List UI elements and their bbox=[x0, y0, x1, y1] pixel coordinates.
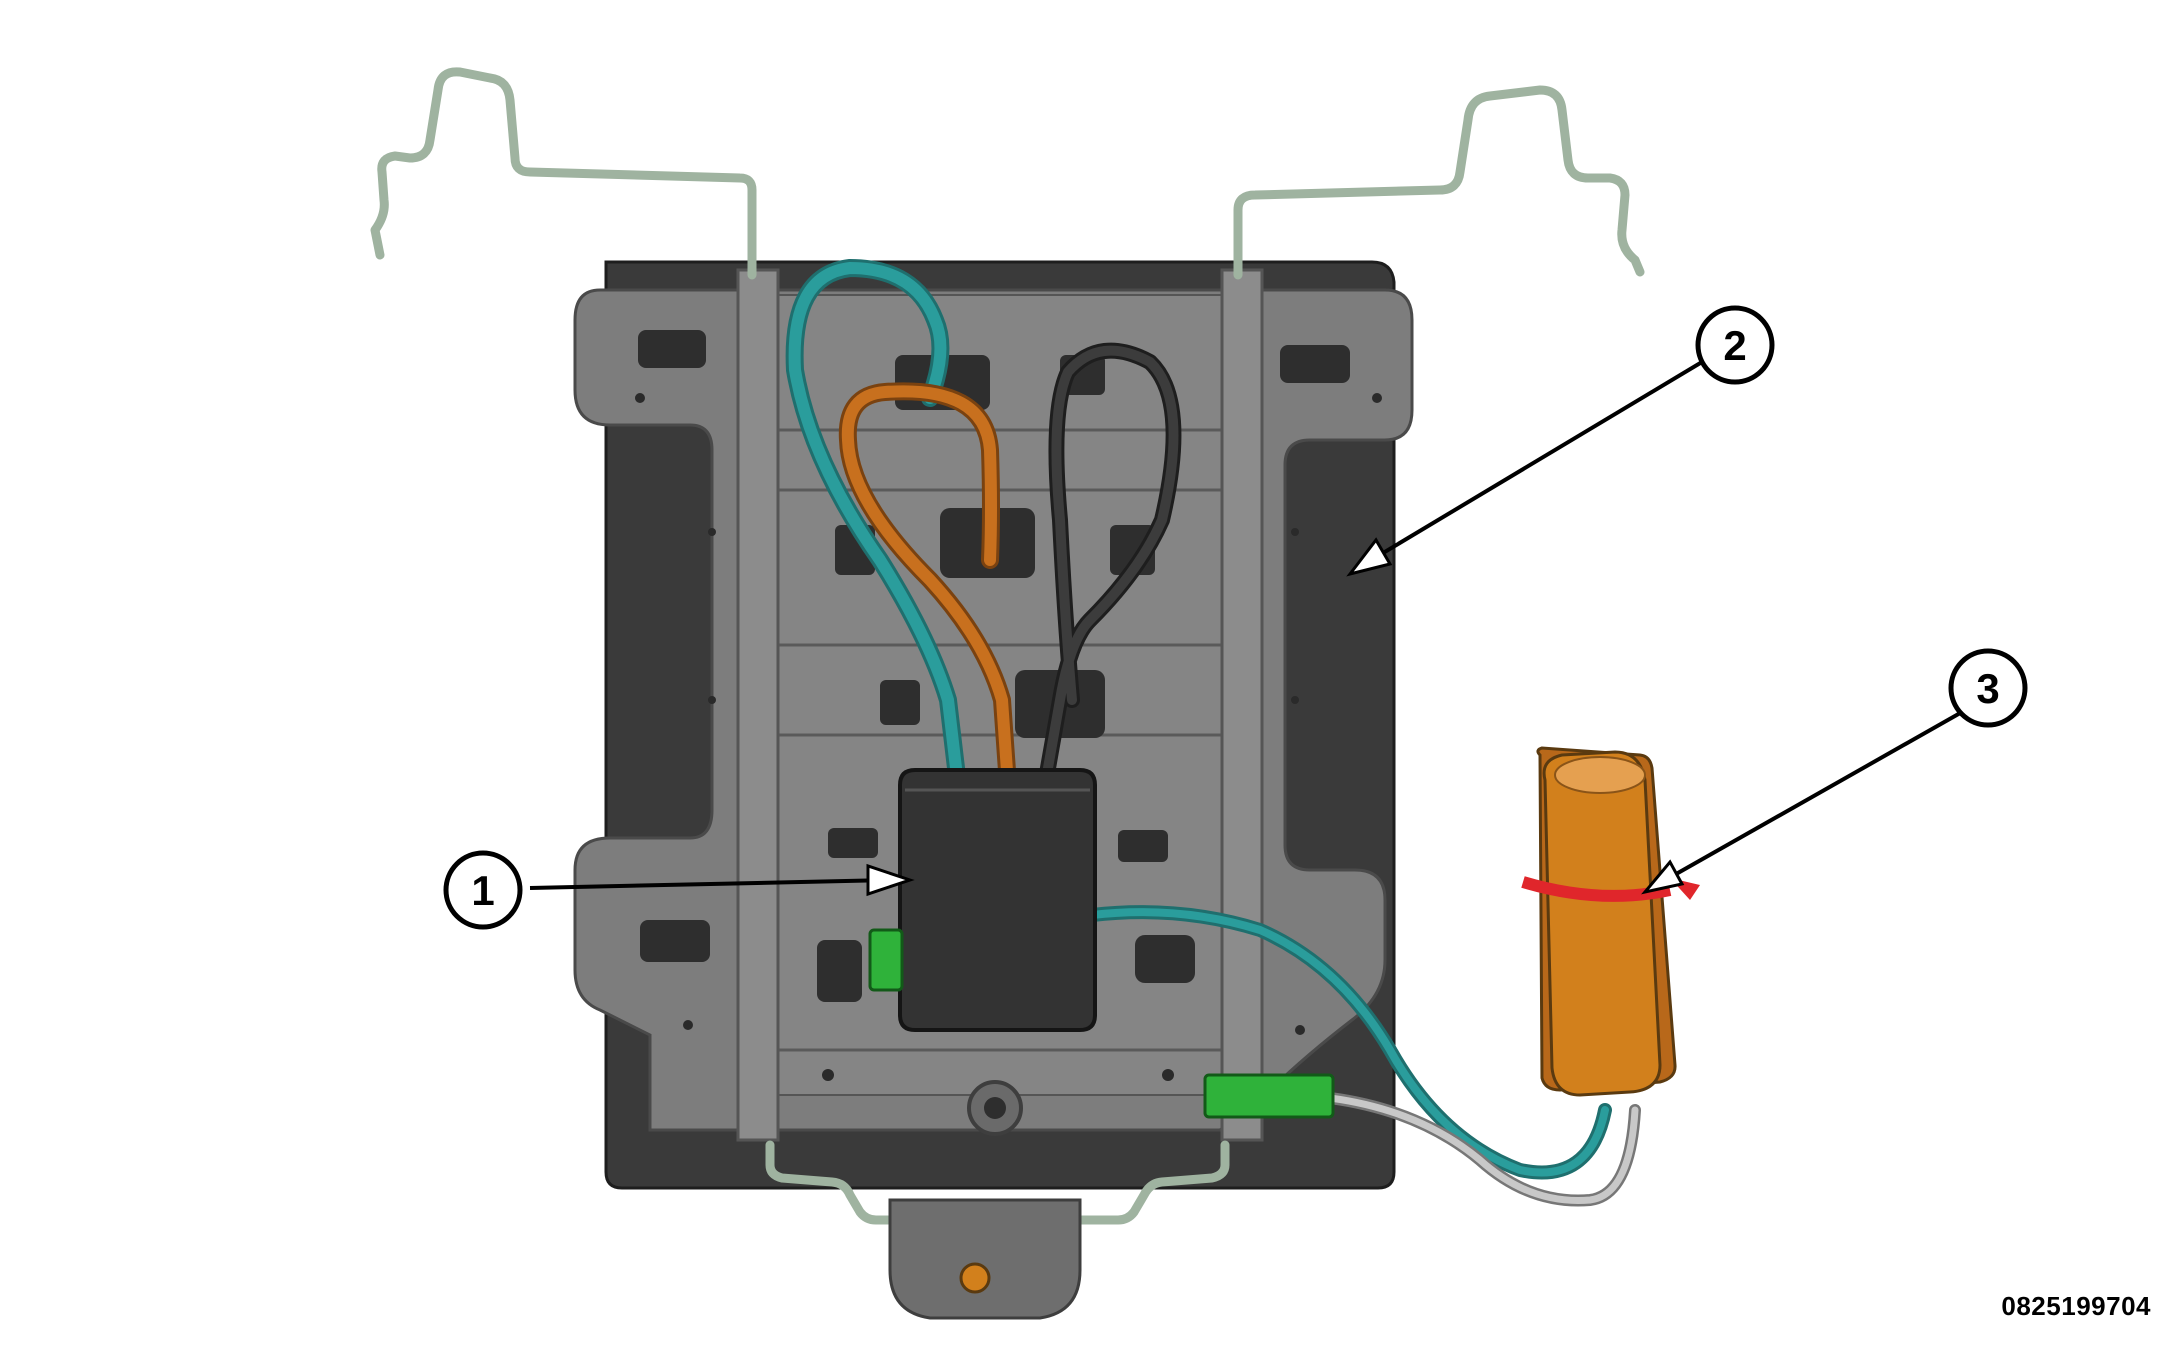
callout-1: 1 bbox=[443, 850, 523, 930]
callout-3: 3 bbox=[1948, 648, 2028, 728]
callout-2: 2 bbox=[1695, 305, 1775, 385]
leader-arrowheads bbox=[866, 537, 1685, 897]
callout-1-label: 1 bbox=[471, 867, 494, 914]
occupant-classification-module bbox=[898, 768, 1097, 1032]
green-connectors bbox=[868, 928, 1335, 1119]
sensor-assembly bbox=[1521, 746, 1700, 1097]
callout-2-label: 2 bbox=[1723, 322, 1746, 369]
front-latch bbox=[888, 1198, 1082, 1320]
leader-lines bbox=[529, 360, 1963, 890]
red-strap bbox=[1521, 876, 1672, 902]
callout-3-label: 3 bbox=[1976, 665, 1999, 712]
sensor-cables bbox=[785, 259, 1641, 1207]
figure-id: 0825199704 bbox=[2001, 1291, 2151, 1321]
